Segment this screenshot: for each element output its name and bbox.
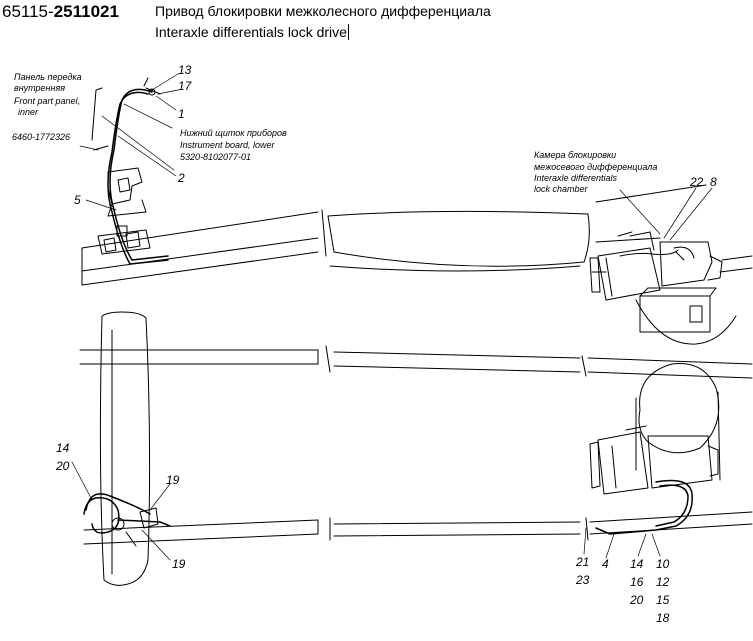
callout-23: 23: [575, 573, 590, 587]
front-panel-line-1: Панель передка: [14, 72, 82, 82]
callout-14-right: 14: [630, 557, 644, 571]
callout-19-lower: 19: [172, 557, 186, 571]
callout-18: 18: [656, 611, 670, 625]
lock-chamber-line-2: межосевого дифференциала: [534, 162, 657, 172]
annotation-instrument-board: Нижний щиток приборов Instrument board, …: [180, 128, 287, 162]
callout-22: 22: [689, 175, 704, 189]
lock-chamber-line-3: Interaxle differentials: [534, 173, 618, 183]
callout-1: 1: [178, 107, 185, 121]
instrument-board-line-1: Нижний щиток приборов: [180, 128, 287, 138]
break-marks: [321, 209, 589, 541]
axle-ring: [635, 363, 721, 481]
callout-20-left: 20: [55, 459, 70, 473]
drawing-code: 65115-2511021: [2, 2, 119, 22]
frame-rail-top-right: [595, 184, 753, 273]
callout-20-right: 20: [629, 593, 644, 607]
callout-17: 17: [178, 79, 193, 93]
front-panel-line-2: внутренняя: [14, 83, 65, 93]
cable-front-drive: [107, 88, 169, 265]
callout-10: 10: [656, 557, 670, 571]
title-english-text: Interaxle differentials lock drive: [155, 24, 347, 40]
callout-numbers: 13 17 1 2 5 22 8 14 20 19 19 21 23 4 14 …: [55, 63, 717, 625]
callout-21: 21: [575, 555, 589, 569]
leader-lines: [71, 73, 713, 561]
cable-rear-drive: [595, 479, 693, 535]
lock-chamber-line-1: Камера блокировки: [534, 150, 616, 160]
cable-front-bottom: [83, 493, 171, 534]
callout-16: 16: [630, 575, 644, 589]
annotation-front-panel: Панель передка внутренняя Front part pan…: [12, 72, 82, 142]
header: 65115-2511021 Привод блокировки межколес…: [0, 0, 753, 46]
annotation-lock-chamber: Камера блокировки межосевого дифференциа…: [534, 150, 657, 194]
callout-2: 2: [177, 171, 185, 185]
drawing-code-number: 2511021: [53, 2, 119, 21]
callout-13: 13: [178, 63, 192, 77]
callout-12: 12: [656, 575, 670, 589]
callout-15: 15: [656, 593, 670, 607]
wheel-left: [99, 311, 151, 586]
part-number-6460: 6460-1772326: [12, 132, 70, 142]
lock-chamber-lines: [591, 246, 737, 345]
callout-4: 4: [602, 557, 609, 571]
frame-rail-top-left: [81, 211, 319, 286]
front-switch: [143, 77, 161, 96]
lock-chamber-bottom: [589, 425, 719, 495]
title-russian: Привод блокировки межколесного дифференц…: [155, 3, 491, 19]
title-english: Interaxle differentials lock drive: [155, 24, 349, 40]
valve-front-bottom: [111, 507, 159, 547]
frame-rail-top-middle: [327, 210, 590, 272]
frame-rail-bottom-right: [587, 357, 753, 535]
drawing-code-prefix: 65115-: [2, 2, 54, 21]
front-panel-line-3: Front part panel,: [14, 96, 80, 106]
frame-rail-bottom-middle: [333, 351, 581, 537]
front-panel-line-4: inner: [18, 107, 39, 117]
lock-chamber-line-4: lock chamber: [534, 184, 589, 194]
callout-14-left: 14: [56, 441, 70, 455]
callout-19-upper: 19: [166, 473, 180, 487]
lock-chamber-top: [589, 231, 723, 333]
instrument-board-line-2: Instrument board, lower: [180, 140, 276, 150]
text-cursor: [347, 24, 349, 40]
instrument-board-line-3: 5320-8102077-01: [180, 152, 251, 162]
callout-5: 5: [74, 193, 81, 207]
callout-8: 8: [710, 175, 717, 189]
frame-rail-bottom-left: [79, 349, 319, 545]
